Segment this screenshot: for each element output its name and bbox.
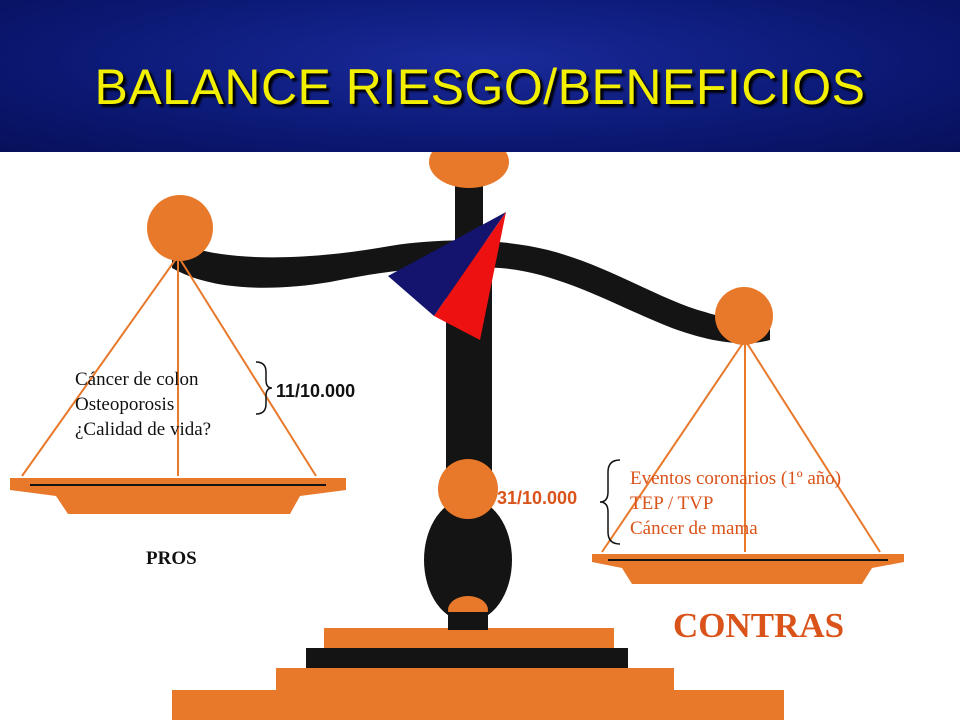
- right-brace-icon: [599, 459, 621, 545]
- pointer-icon: [388, 212, 506, 340]
- contras-label: CONTRAS: [673, 606, 845, 645]
- pros-item: Cáncer de colon: [75, 369, 199, 390]
- pros-value: 11/10.000: [276, 381, 356, 401]
- scale-finial-knob: [429, 152, 509, 188]
- balance-scale-icon: [10, 152, 904, 720]
- scale-column-neck: [448, 612, 488, 630]
- left-pan: [10, 478, 346, 514]
- pros-list: Cáncer de colon Osteoporosis ¿Calidad de…: [75, 367, 211, 442]
- scale-base-step-black: [306, 648, 628, 668]
- slide-title: BALANCE RIESGO/BENEFICIOS: [94, 59, 866, 115]
- right-pan-strings: [601, 339, 881, 553]
- scale-beam: [172, 240, 770, 344]
- right-pan: [592, 554, 904, 584]
- left-brace-icon: [255, 361, 273, 415]
- scale-base-bottom: [172, 690, 784, 720]
- pros-item: ¿Calidad de vida?: [75, 419, 212, 440]
- scale-base-step-orange: [276, 668, 674, 690]
- beam-right-knob: [715, 287, 773, 345]
- scale-base-step-top: [324, 628, 614, 648]
- contras-value: 31/10.000: [497, 488, 578, 508]
- beam-left-knob: [147, 195, 213, 261]
- slide-header: BALANCE RIESGO/BENEFICIOS: [0, 0, 960, 152]
- pros-label: PROS: [146, 548, 197, 569]
- contras-item: Eventos coronarios (1º año): [630, 468, 842, 489]
- pros-item: Osteoporosis: [75, 394, 175, 415]
- scale-column-bulb: [424, 498, 512, 622]
- contras-item: TEP / TVP: [630, 493, 714, 514]
- scale-column-knob: [438, 459, 498, 519]
- contras-item: Cáncer de mama: [630, 518, 758, 539]
- contras-list: Eventos coronarios (1º año) TEP / TVP Cá…: [630, 466, 841, 541]
- left-pan-strings: [21, 255, 317, 477]
